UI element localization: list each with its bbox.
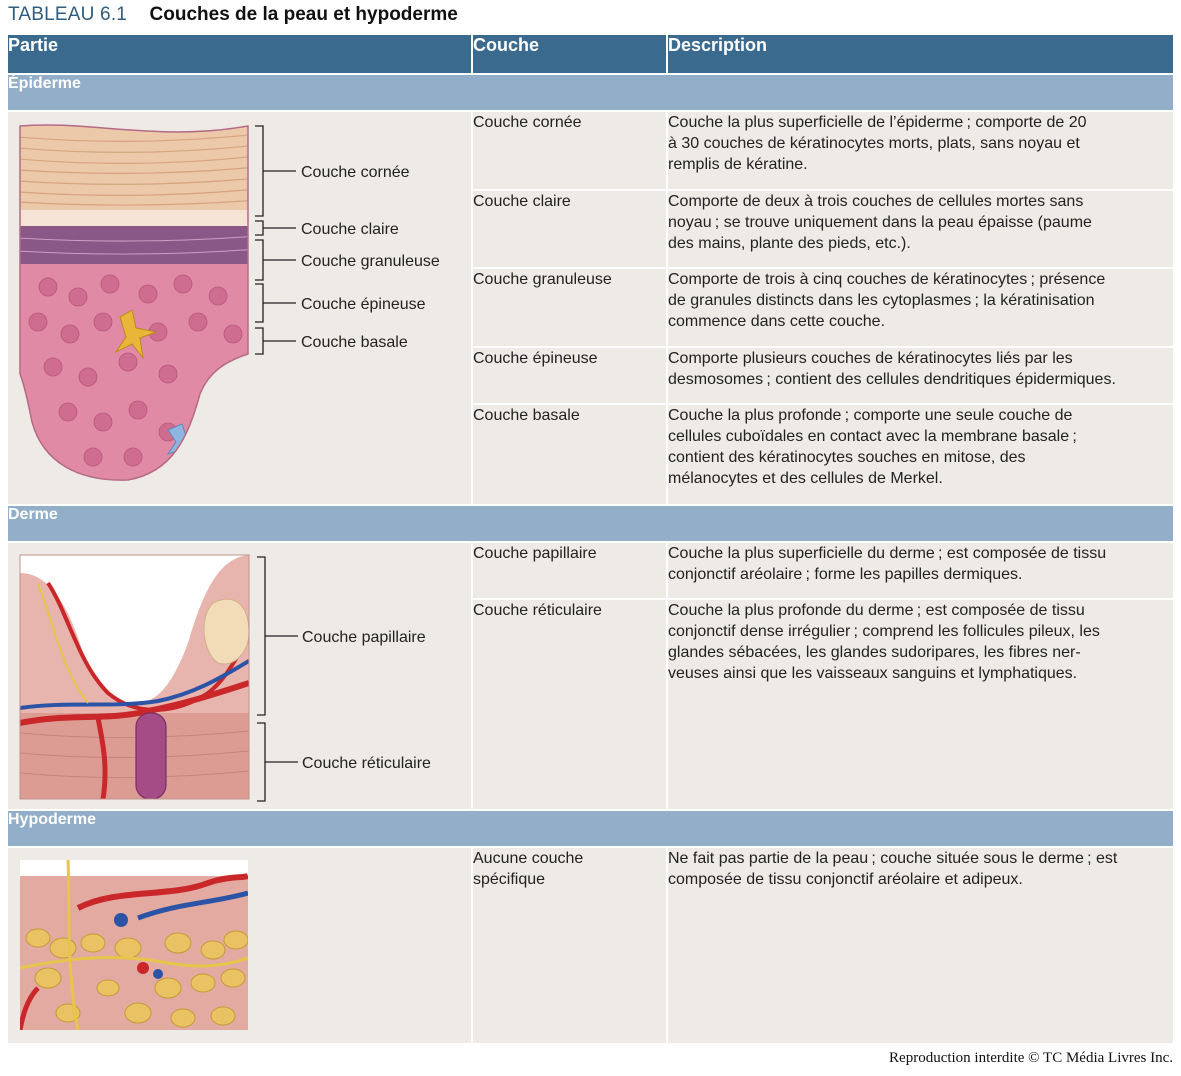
description-line: Comporte de trois à cinq couches de kéra… [668, 271, 1106, 288]
section-title-hypoderme: Hypoderme [8, 810, 1173, 848]
description-cell: Couche la plus superficielle de l’épider… [667, 111, 1173, 191]
table-title: Couches de la peau et hypoderme [149, 4, 458, 25]
description-line: Couche la plus superficielle du derme ; … [668, 545, 1107, 562]
description-cell: Comporte plusieurs couches de kératinocy… [667, 347, 1173, 405]
label-couche-cornee: Couche cornée [301, 164, 410, 181]
label-couche-granuleuse: Couche granuleuse [301, 253, 440, 270]
hypodermis-cross-section [20, 860, 248, 1030]
header-couche: Couche [472, 35, 668, 75]
dermis-cross-section [20, 555, 249, 799]
description-line: noyau ; se trouve uniquement dans la pea… [668, 214, 1092, 231]
hypoderme-illustration [20, 860, 248, 1030]
description-line: commence dans cette couche. [668, 313, 886, 330]
table-row: Couche granuleuse Comporte de trois à ci… [8, 268, 1173, 348]
epiderme-illustration-cell: Couche cornée Couche claire Couche granu… [8, 111, 473, 506]
description-line: composée de tissu conjonctif aréolaire e… [668, 871, 1023, 888]
section-row-epiderme: Épiderme [8, 74, 1173, 112]
derme-illustration: Couche papillaire Couche réticulaire [19, 554, 431, 802]
description-cell: Comporte de deux à trois couches de cell… [667, 190, 1173, 269]
description-cell: Couche la plus superficielle du derme ; … [667, 542, 1173, 600]
table-row: Couche épineuse Comporte plusieurs couch… [8, 347, 1173, 405]
couche-papillaire: Couche papillaire [472, 542, 668, 600]
description-line: mélanocytes et des cellules de Merkel. [668, 470, 943, 487]
table-row: Couche claire Comporte de deux à trois c… [8, 190, 1173, 269]
section-title-derme: Derme [8, 505, 1173, 543]
couche-reticulaire: Couche réticulaire [472, 599, 668, 811]
header-partie: Partie [8, 35, 473, 75]
couche-line: spécifique [473, 871, 546, 888]
header-description: Description [667, 35, 1173, 75]
couche-cornee: Couche cornée [472, 111, 668, 191]
description-line: remplis de kératine. [668, 156, 808, 173]
description-cell: Ne fait pas partie de la peau ; couche s… [667, 847, 1173, 1045]
label-couche-claire: Couche claire [301, 221, 399, 238]
label-couche-reticulaire: Couche réticulaire [302, 755, 431, 772]
skin-layers-table: Partie Couche Description Épiderme [8, 35, 1173, 1045]
derme-illustration-cell: Couche papillaire Couche réticulaire [8, 542, 473, 811]
layer-brackets [257, 556, 298, 802]
description-line: de granules distincts dans les cytoplasm… [668, 292, 1095, 309]
description-cell: Couche la plus profonde ; comporte une s… [667, 404, 1173, 506]
section-row-derme: Derme [8, 505, 1173, 543]
description-line: Couche la plus superficielle de l’épider… [668, 114, 1087, 131]
description-line: Comporte de deux à trois couches de cell… [668, 193, 1084, 210]
description-line: glandes sébacées, les glandes sudoripare… [668, 644, 1081, 661]
description-line: desmosomes ; contient des cellules dendr… [668, 371, 1116, 388]
label-couche-basale: Couche basale [301, 334, 408, 351]
skin-cross-section [20, 124, 248, 481]
description-line: à 30 couches de kératinocytes morts, pla… [668, 135, 1080, 152]
epiderme-illustration: Couche cornée Couche claire Couche granu… [19, 124, 440, 481]
table-row: Aucune couche spécifique Ne fait pas par… [8, 847, 1173, 1045]
table-row: Couche basale Couche la plus profonde ; … [8, 404, 1173, 506]
description-line: Couche la plus profonde du derme ; est c… [668, 602, 1085, 619]
description-line: conjonctif dense irrégulier ; comprend l… [668, 623, 1100, 640]
table-number: TABLEAU 6.1 [8, 4, 128, 25]
couche-granuleuse: Couche granuleuse [472, 268, 668, 348]
couche-basale: Couche basale [472, 404, 668, 506]
hypoderme-illustration-cell [8, 847, 473, 1045]
table-row: Couche réticulaire Couche la plus profon… [8, 599, 1173, 811]
description-cell: Comporte de trois à cinq couches de kéra… [667, 268, 1173, 348]
couche-epineuse: Couche épineuse [472, 347, 668, 405]
description-cell: Couche la plus profonde du derme ; est c… [667, 599, 1173, 811]
layer-brackets [255, 125, 296, 355]
description-line: conjonctif aréolaire ; forme les papille… [668, 566, 1023, 583]
description-line: Comporte plusieurs couches de kératinocy… [668, 350, 1073, 367]
couche-aucune: Aucune couche spécifique [472, 847, 668, 1045]
description-line: Couche la plus profonde ; comporte une s… [668, 407, 1073, 424]
description-line: Ne fait pas partie de la peau ; couche s… [668, 850, 1118, 867]
table-row: Couche papillaire Couche réticulaire Cou… [8, 542, 1173, 811]
description-line: veuses ainsi que les vaisseaux sanguins … [668, 665, 1078, 682]
table-row: Couche cornée Couche claire Couche granu… [8, 111, 1173, 506]
description-line: contient des kératinocytes souches en mi… [668, 449, 1026, 466]
copyright-footer: Reproduction interdite © TC Média Livres… [889, 1050, 1173, 1066]
label-couche-epineuse: Couche épineuse [301, 296, 426, 313]
description-line: cellules cuboïdales en contact avec la m… [668, 428, 1077, 445]
description-line: des mains, plante des pieds, etc.). [668, 235, 911, 252]
couche-line: Aucune couche [473, 850, 584, 867]
section-row-hypoderme: Hypoderme [8, 810, 1173, 848]
header-row: Partie Couche Description [8, 35, 1173, 75]
label-couche-papillaire: Couche papillaire [302, 629, 426, 646]
couche-claire: Couche claire [472, 190, 668, 269]
table-caption: TABLEAU 6.1 Couches de la peau et hypode… [8, 4, 458, 30]
section-title-epiderme: Épiderme [8, 74, 1173, 112]
